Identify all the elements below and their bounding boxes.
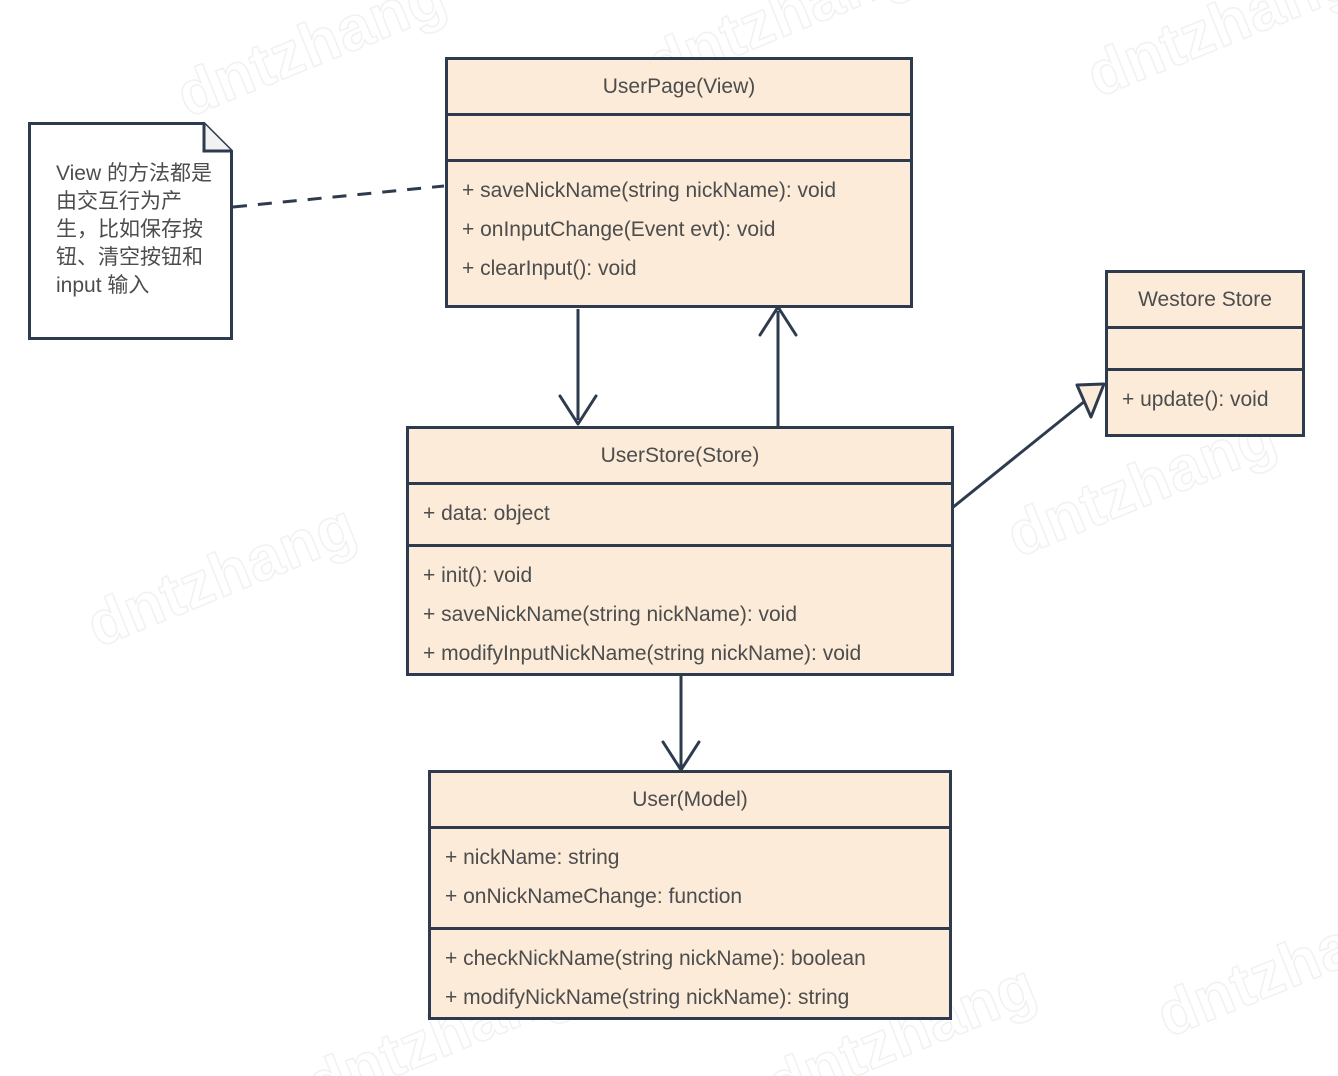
connector-userstore-to-usermodel [661,676,701,772]
note-text: View 的方法都是由交互行为产生，比如保存按钮、清空按钮和input 输入 [56,162,212,297]
class-methods-usermodel: + checkNickName(string nickName): boolea… [431,927,949,1028]
watermark-text: dntzhang [77,490,367,662]
class-member: + init(): void [423,564,533,588]
class-member: + data: object [423,502,550,526]
class-box-userpage[interactable]: UserPage(View) + saveNickName(string nic… [445,57,913,308]
note-shape-icon [28,122,233,340]
class-member: + nickName: string [445,846,620,870]
class-member: + clearInput(): void [462,257,637,281]
class-attributes-usermodel: + nickName: string + onNickNameChange: f… [431,826,949,927]
class-member: + onInputChange(Event evt): void [462,218,776,242]
class-title-usermodel: User(Model) [632,788,748,811]
class-methods-userpage: + saveNickName(string nickName): void + … [448,159,910,299]
class-member: + modifyInputNickName(string nickName): … [423,642,862,666]
class-box-usermodel[interactable]: User(Model) + nickName: string + onNickN… [428,770,952,1020]
class-title-userpage: UserPage(View) [602,75,756,98]
connector-note-to-userpage [232,184,445,209]
class-member: + saveNickName(string nickName): void [423,603,798,627]
class-member: + modifyNickName(string nickName): strin… [445,986,850,1010]
class-member: + saveNickName(string nickName): void [462,179,837,203]
class-title-userstore: UserStore(Store) [600,444,760,467]
class-attributes-userstore: + data: object [409,482,951,544]
class-title-westore-store: Westore Store [1138,288,1272,311]
connector-userstore-to-westore [951,382,1106,510]
watermark-text: dntzhang [1077,0,1338,111]
class-attributes-westore-store [1108,326,1302,368]
connector-userstore-to-userpage [758,305,798,426]
class-attributes-userpage [448,113,910,159]
connector-userpage-to-userstore [558,309,598,426]
class-member: + onNickNameChange: function [445,885,743,909]
watermark-text: dntzhang [167,0,457,131]
note-view-methods: View 的方法都是由交互行为产生，比如保存按钮、清空按钮和input 输入 [28,122,233,340]
class-box-westore-store[interactable]: Westore Store + update(): void [1105,270,1305,437]
class-methods-westore-store: + update(): void [1108,368,1302,430]
class-member: + update(): void [1122,388,1269,412]
class-box-userstore[interactable]: UserStore(Store) + data: object + init()… [406,426,954,676]
class-member: + checkNickName(string nickName): boolea… [445,947,866,971]
watermark-text: dntzhang [1147,880,1338,1052]
class-methods-userstore: + init(): void + saveNickName(string nic… [409,544,951,684]
